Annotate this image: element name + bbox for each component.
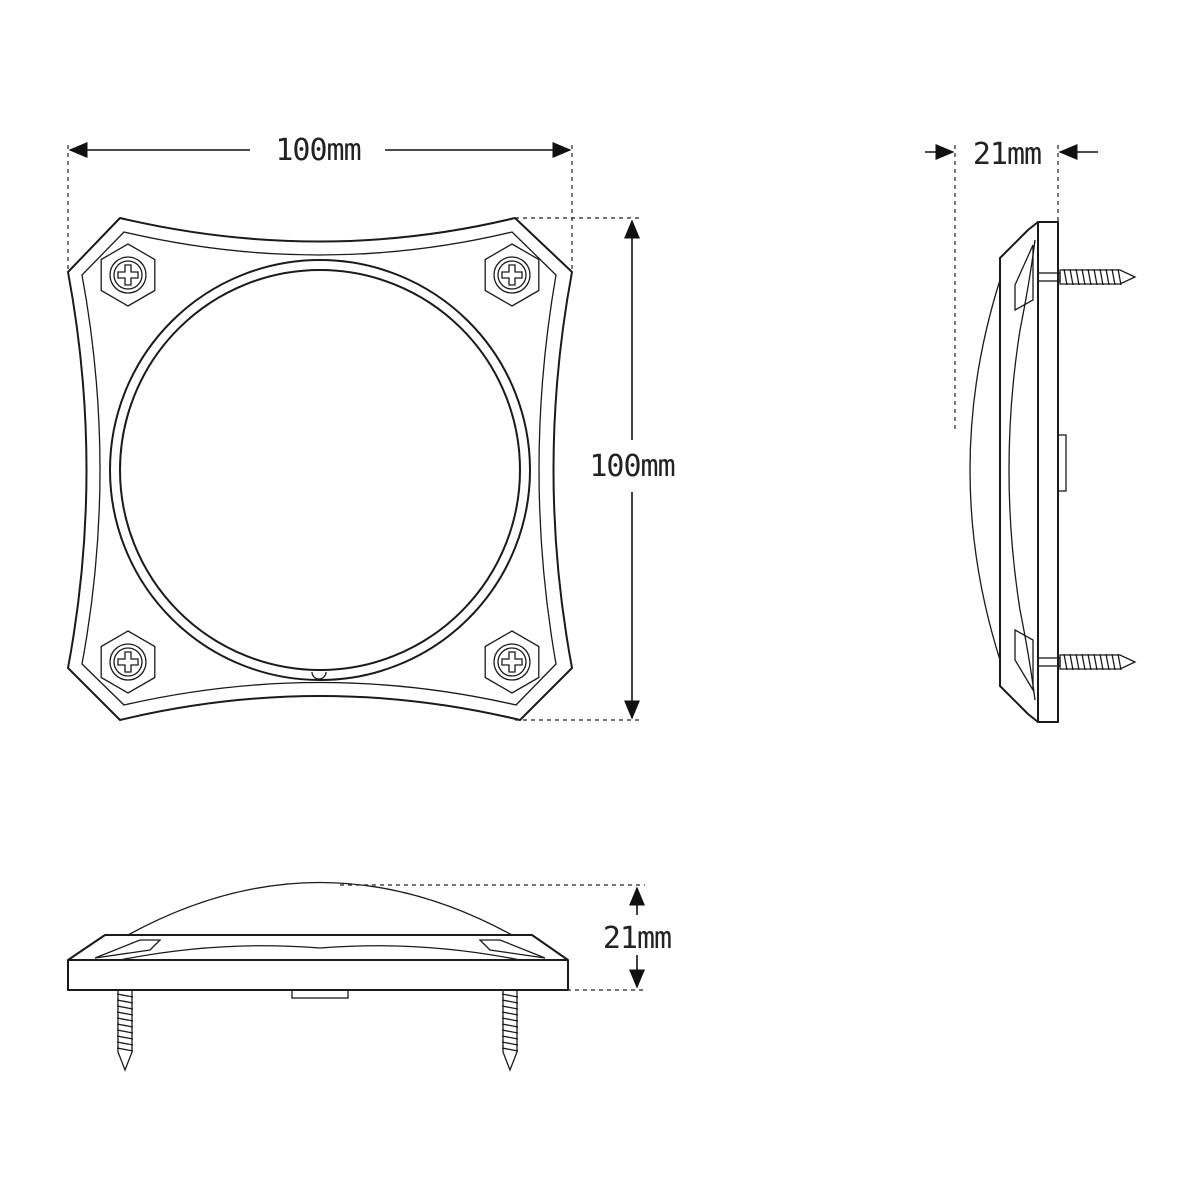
housing-outline xyxy=(67,217,573,721)
wood-screw-icon xyxy=(1037,268,1137,286)
housing-side xyxy=(999,221,1039,723)
flange-curve-bottom xyxy=(119,945,521,961)
flange-curve xyxy=(1008,239,1036,701)
screw-head-icon xyxy=(484,243,540,307)
drain-notch xyxy=(311,671,327,680)
screw-head-icon xyxy=(484,630,540,694)
wood-screw-icon xyxy=(116,990,134,1072)
base-plate xyxy=(67,959,569,991)
rear-boss-bottom xyxy=(291,989,349,999)
side-view: 21mm xyxy=(925,137,1137,723)
rear-boss xyxy=(1057,434,1067,492)
mounting-plate xyxy=(1037,221,1059,723)
dome-lens-bottom xyxy=(127,881,513,936)
screw-pockets-bottom xyxy=(94,939,546,959)
bottom-depth-label: 21mm xyxy=(603,921,671,956)
height-label: 100mm xyxy=(589,449,674,484)
lens xyxy=(119,269,521,671)
bottom-view: 21mm xyxy=(67,881,672,1072)
side-depth-label: 21mm xyxy=(973,137,1041,172)
screw-head-icon xyxy=(100,630,156,694)
wood-screw-icon xyxy=(1037,653,1137,671)
lens-outer-ring xyxy=(109,259,531,681)
housing-inner-outline xyxy=(81,231,557,706)
dome-lens-side xyxy=(969,279,1001,661)
screw-head-icon xyxy=(100,243,156,307)
front-view: 100mm 100mm xyxy=(67,133,676,721)
width-label: 100mm xyxy=(275,133,360,168)
wood-screw-icon xyxy=(501,990,519,1072)
housing-bevel xyxy=(67,934,569,961)
screw-pockets xyxy=(1014,244,1034,693)
